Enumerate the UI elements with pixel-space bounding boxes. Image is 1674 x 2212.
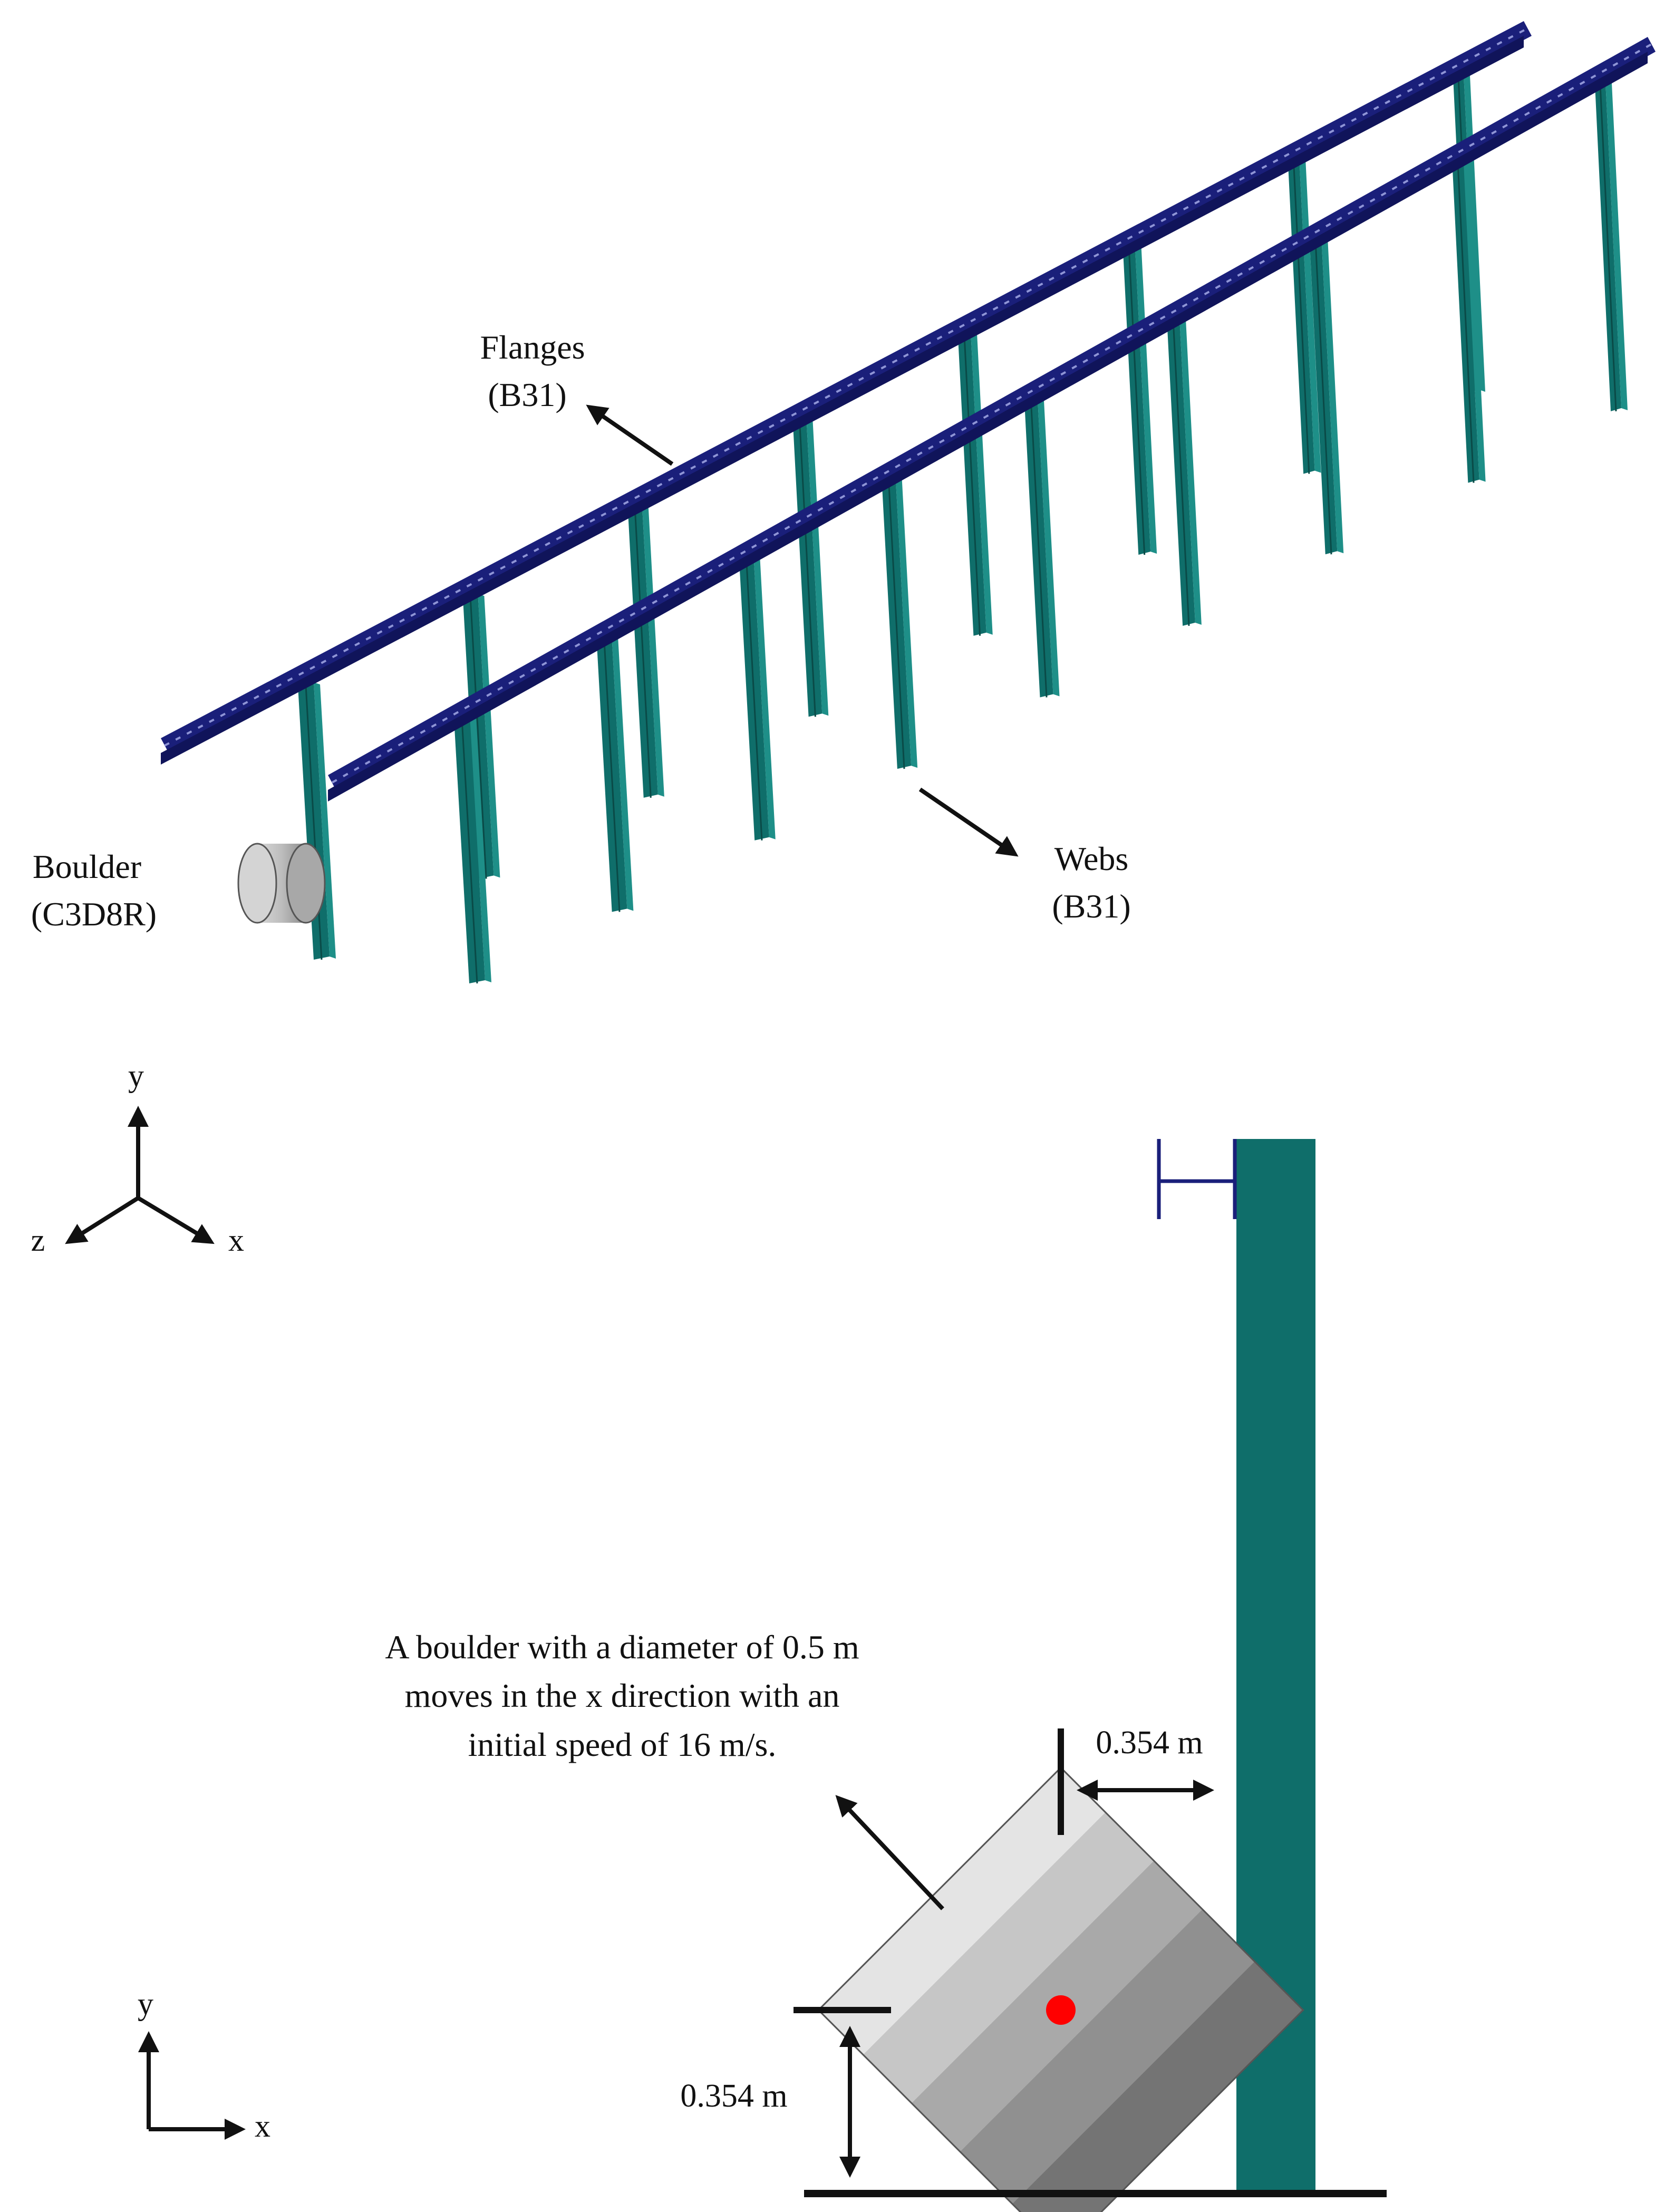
flange-rail-front	[328, 37, 1656, 801]
webs-pointer-arrow	[918, 787, 1019, 857]
web-post-front	[1595, 81, 1628, 412]
web-post-back	[792, 417, 829, 717]
webs-label: Webs	[1054, 840, 1129, 877]
web-post-front	[1024, 393, 1060, 698]
flange-rail-back	[161, 21, 1532, 765]
web-post-front	[596, 627, 634, 912]
web-post-back	[957, 328, 993, 636]
axis-triad-2d: y x	[138, 1986, 270, 2143]
web-post-back	[1123, 239, 1157, 555]
flanges-label: Flanges	[480, 329, 585, 366]
axis-x-label: x	[228, 1223, 244, 1258]
boulder-cylinder	[237, 843, 326, 924]
webs-element-label: (B31)	[1052, 887, 1130, 925]
flanges-pointer-arrow	[586, 404, 674, 466]
axis-triad-3d: y z x	[31, 1058, 244, 1258]
webs-front-row	[453, 81, 1628, 984]
web-post-front	[453, 706, 491, 984]
web-post-front	[1452, 159, 1486, 483]
web-post-front	[1167, 315, 1202, 626]
axis-z-label: z	[31, 1223, 45, 1258]
description-pointer-arrow	[835, 1795, 944, 1910]
web-post-front	[881, 471, 918, 769]
description-line-1: A boulder with a diameter of 0.5 m	[385, 1628, 859, 1666]
gap-dimension-label: 0.354 m	[1096, 1725, 1203, 1761]
web-post-front	[739, 549, 776, 841]
web-post-front	[1309, 237, 1344, 555]
web-post-back	[462, 594, 500, 879]
flanges-element-label: (B31)	[488, 376, 566, 413]
boulder-center-point	[1046, 1995, 1076, 2025]
axis2d-y-label: y	[138, 1986, 153, 2021]
boulder-label: Boulder	[33, 848, 141, 885]
description-line-3: initial speed of 16 m/s.	[468, 1726, 777, 1763]
flange-symbol	[1157, 1139, 1237, 1219]
isometric-barrier-view: Flanges (B31) Webs (B31) Boulder (C3D8R)…	[31, 21, 1656, 1258]
side-elevation-view: 0.354 m 0.354 m A boulder with a diamete…	[138, 1139, 1387, 2212]
description-line-2: moves in the x direction with an	[405, 1677, 840, 1714]
axis2d-x-label: x	[255, 2109, 270, 2143]
axis-y-label: y	[128, 1058, 144, 1093]
web-post-back	[627, 505, 664, 798]
height-dimension-label: 0.354 m	[680, 2078, 787, 2114]
boulder-element-label: (C3D8R)	[31, 895, 157, 933]
